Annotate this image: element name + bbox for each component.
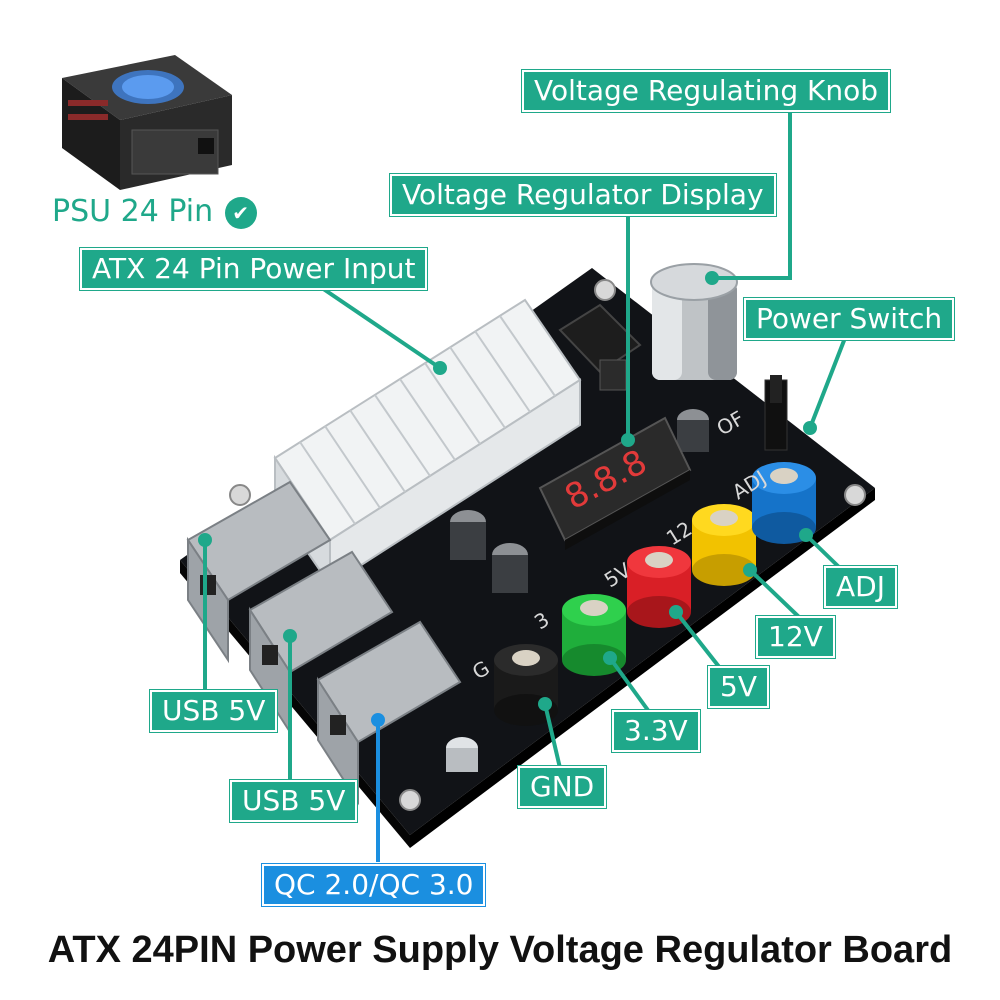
callout-voltage-regulator-display: Voltage Regulator Display — [390, 174, 776, 216]
knob-icon — [650, 263, 738, 380]
callout-adj: ADJ — [824, 566, 897, 608]
callout-gnd: GND — [518, 766, 607, 808]
callout-voltage-regulating-knob: Voltage Regulating Knob — [522, 70, 890, 112]
usb-port-2 — [248, 550, 394, 736]
usb-port-1 — [186, 480, 332, 664]
leader-lines — [203, 112, 847, 780]
callout-atx-24pin-power-input: ATX 24 Pin Power Input — [80, 248, 428, 290]
leader-dots — [198, 271, 817, 711]
callout-power-switch: Power Switch — [744, 298, 955, 340]
atx-24pin-connector — [273, 298, 582, 589]
callout-5v: 5V — [708, 666, 769, 708]
psu-label: PSU 24 Pin ✔ — [52, 192, 257, 232]
psu-label-text: PSU 24 Pin — [52, 194, 214, 229]
terminal-12v — [692, 504, 756, 586]
terminal-3v3 — [562, 594, 626, 676]
callout-usb-5v-2: USB 5V — [230, 780, 358, 822]
callout-qc: QC 2.0/QC 3.0 — [262, 864, 486, 906]
capacitors — [446, 409, 709, 772]
qc-leader-dot — [371, 713, 385, 727]
callout-3v3: 3.3V — [612, 710, 700, 752]
power-switch-icon — [764, 375, 788, 451]
terminal-5v — [627, 546, 691, 628]
callout-usb-5v-1: USB 5V — [150, 690, 278, 732]
psu-box-icon — [62, 55, 232, 190]
page-title: ATX 24PIN Power Supply Voltage Regulator… — [47, 929, 953, 971]
regulator-chip — [558, 303, 642, 391]
usb-port-qc — [316, 620, 462, 806]
callout-12v: 12V — [756, 616, 835, 658]
check-icon: ✔ — [224, 196, 257, 229]
